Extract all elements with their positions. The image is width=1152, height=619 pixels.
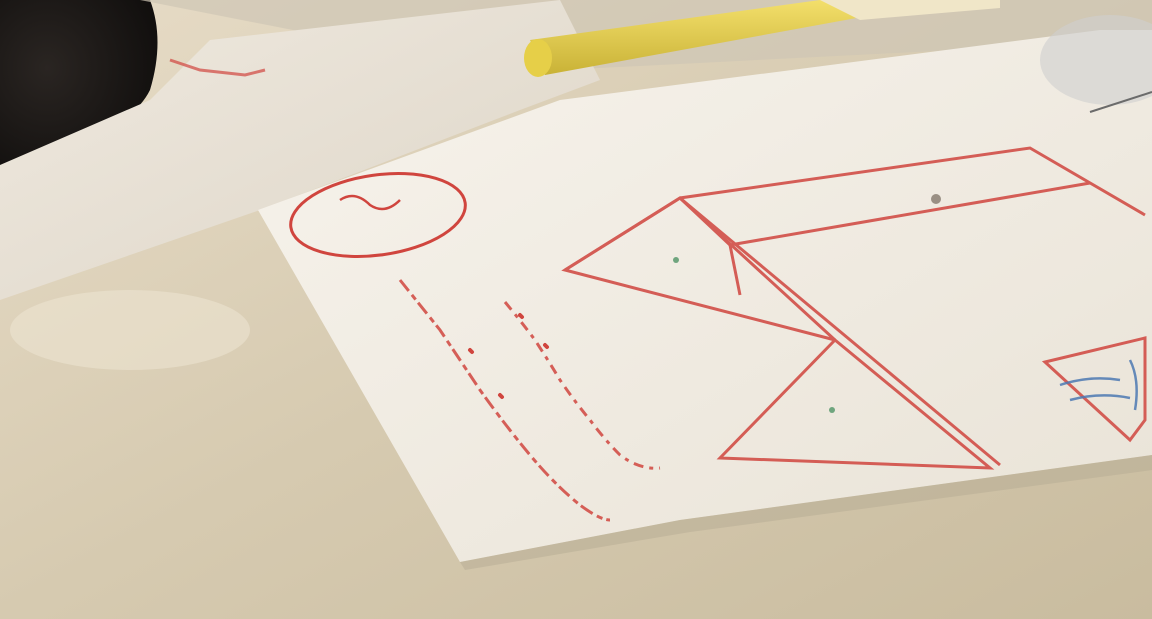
table-highlight [10,290,250,370]
grey-dot [931,194,941,204]
green-dot-2 [829,407,835,413]
green-dot-1 [673,257,679,263]
